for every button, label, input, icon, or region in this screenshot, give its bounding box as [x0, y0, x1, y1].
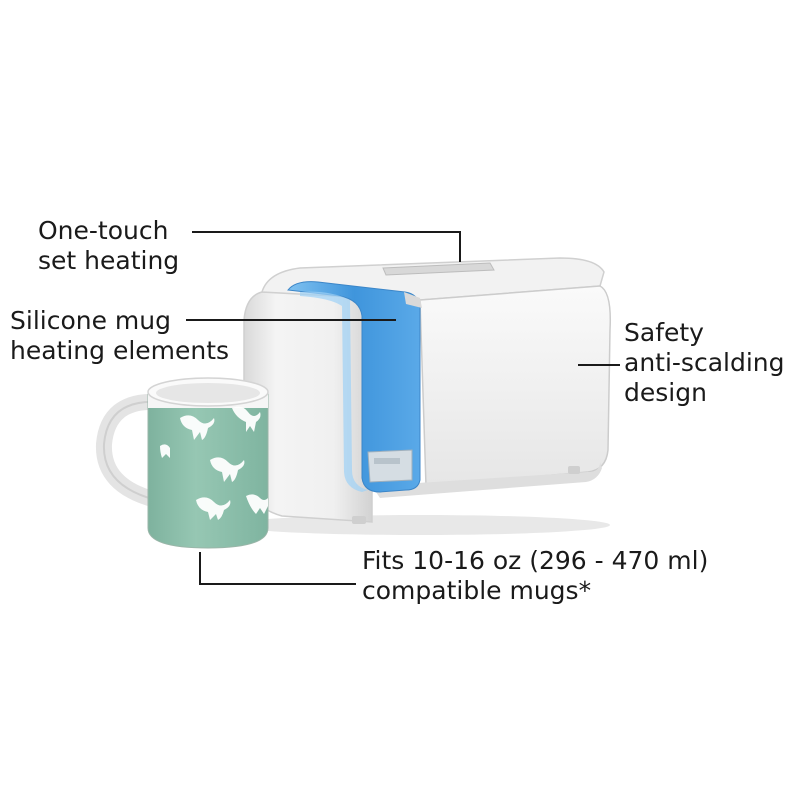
device-foot	[568, 466, 580, 474]
callout-fits: Fits 10-16 oz (296 - 470 ml) compatible …	[362, 546, 708, 606]
callout-safety-line2: anti-scalding	[624, 348, 785, 377]
callout-safety-line3: design	[624, 378, 707, 407]
device-foot	[352, 516, 366, 524]
callout-one-touch-line1: One-touch	[38, 216, 169, 245]
silicone-heating-element	[287, 281, 422, 493]
callout-silicone-line2: heating elements	[10, 336, 230, 365]
leader-line-one-touch	[192, 231, 461, 262]
callout-fits-line2: compatible mugs*	[362, 576, 592, 605]
dinosaur-pattern	[160, 406, 268, 520]
leader-line-fits	[199, 552, 356, 585]
ceramic-mug	[95, 377, 269, 549]
callout-one-touch-line2: set heating	[38, 246, 180, 275]
leader-lines	[186, 231, 620, 585]
callout-safety: Safety anti-scalding design	[624, 318, 785, 408]
callout-silicone-line1: Silicone mug	[10, 306, 171, 335]
callout-silicone: Silicone mug heating elements	[10, 306, 229, 366]
callout-fits-line1: Fits 10-16 oz (296 - 470 ml)	[362, 546, 709, 575]
callout-one-touch: One-touch set heating	[38, 216, 179, 276]
callout-safety-line1: Safety	[624, 318, 704, 347]
